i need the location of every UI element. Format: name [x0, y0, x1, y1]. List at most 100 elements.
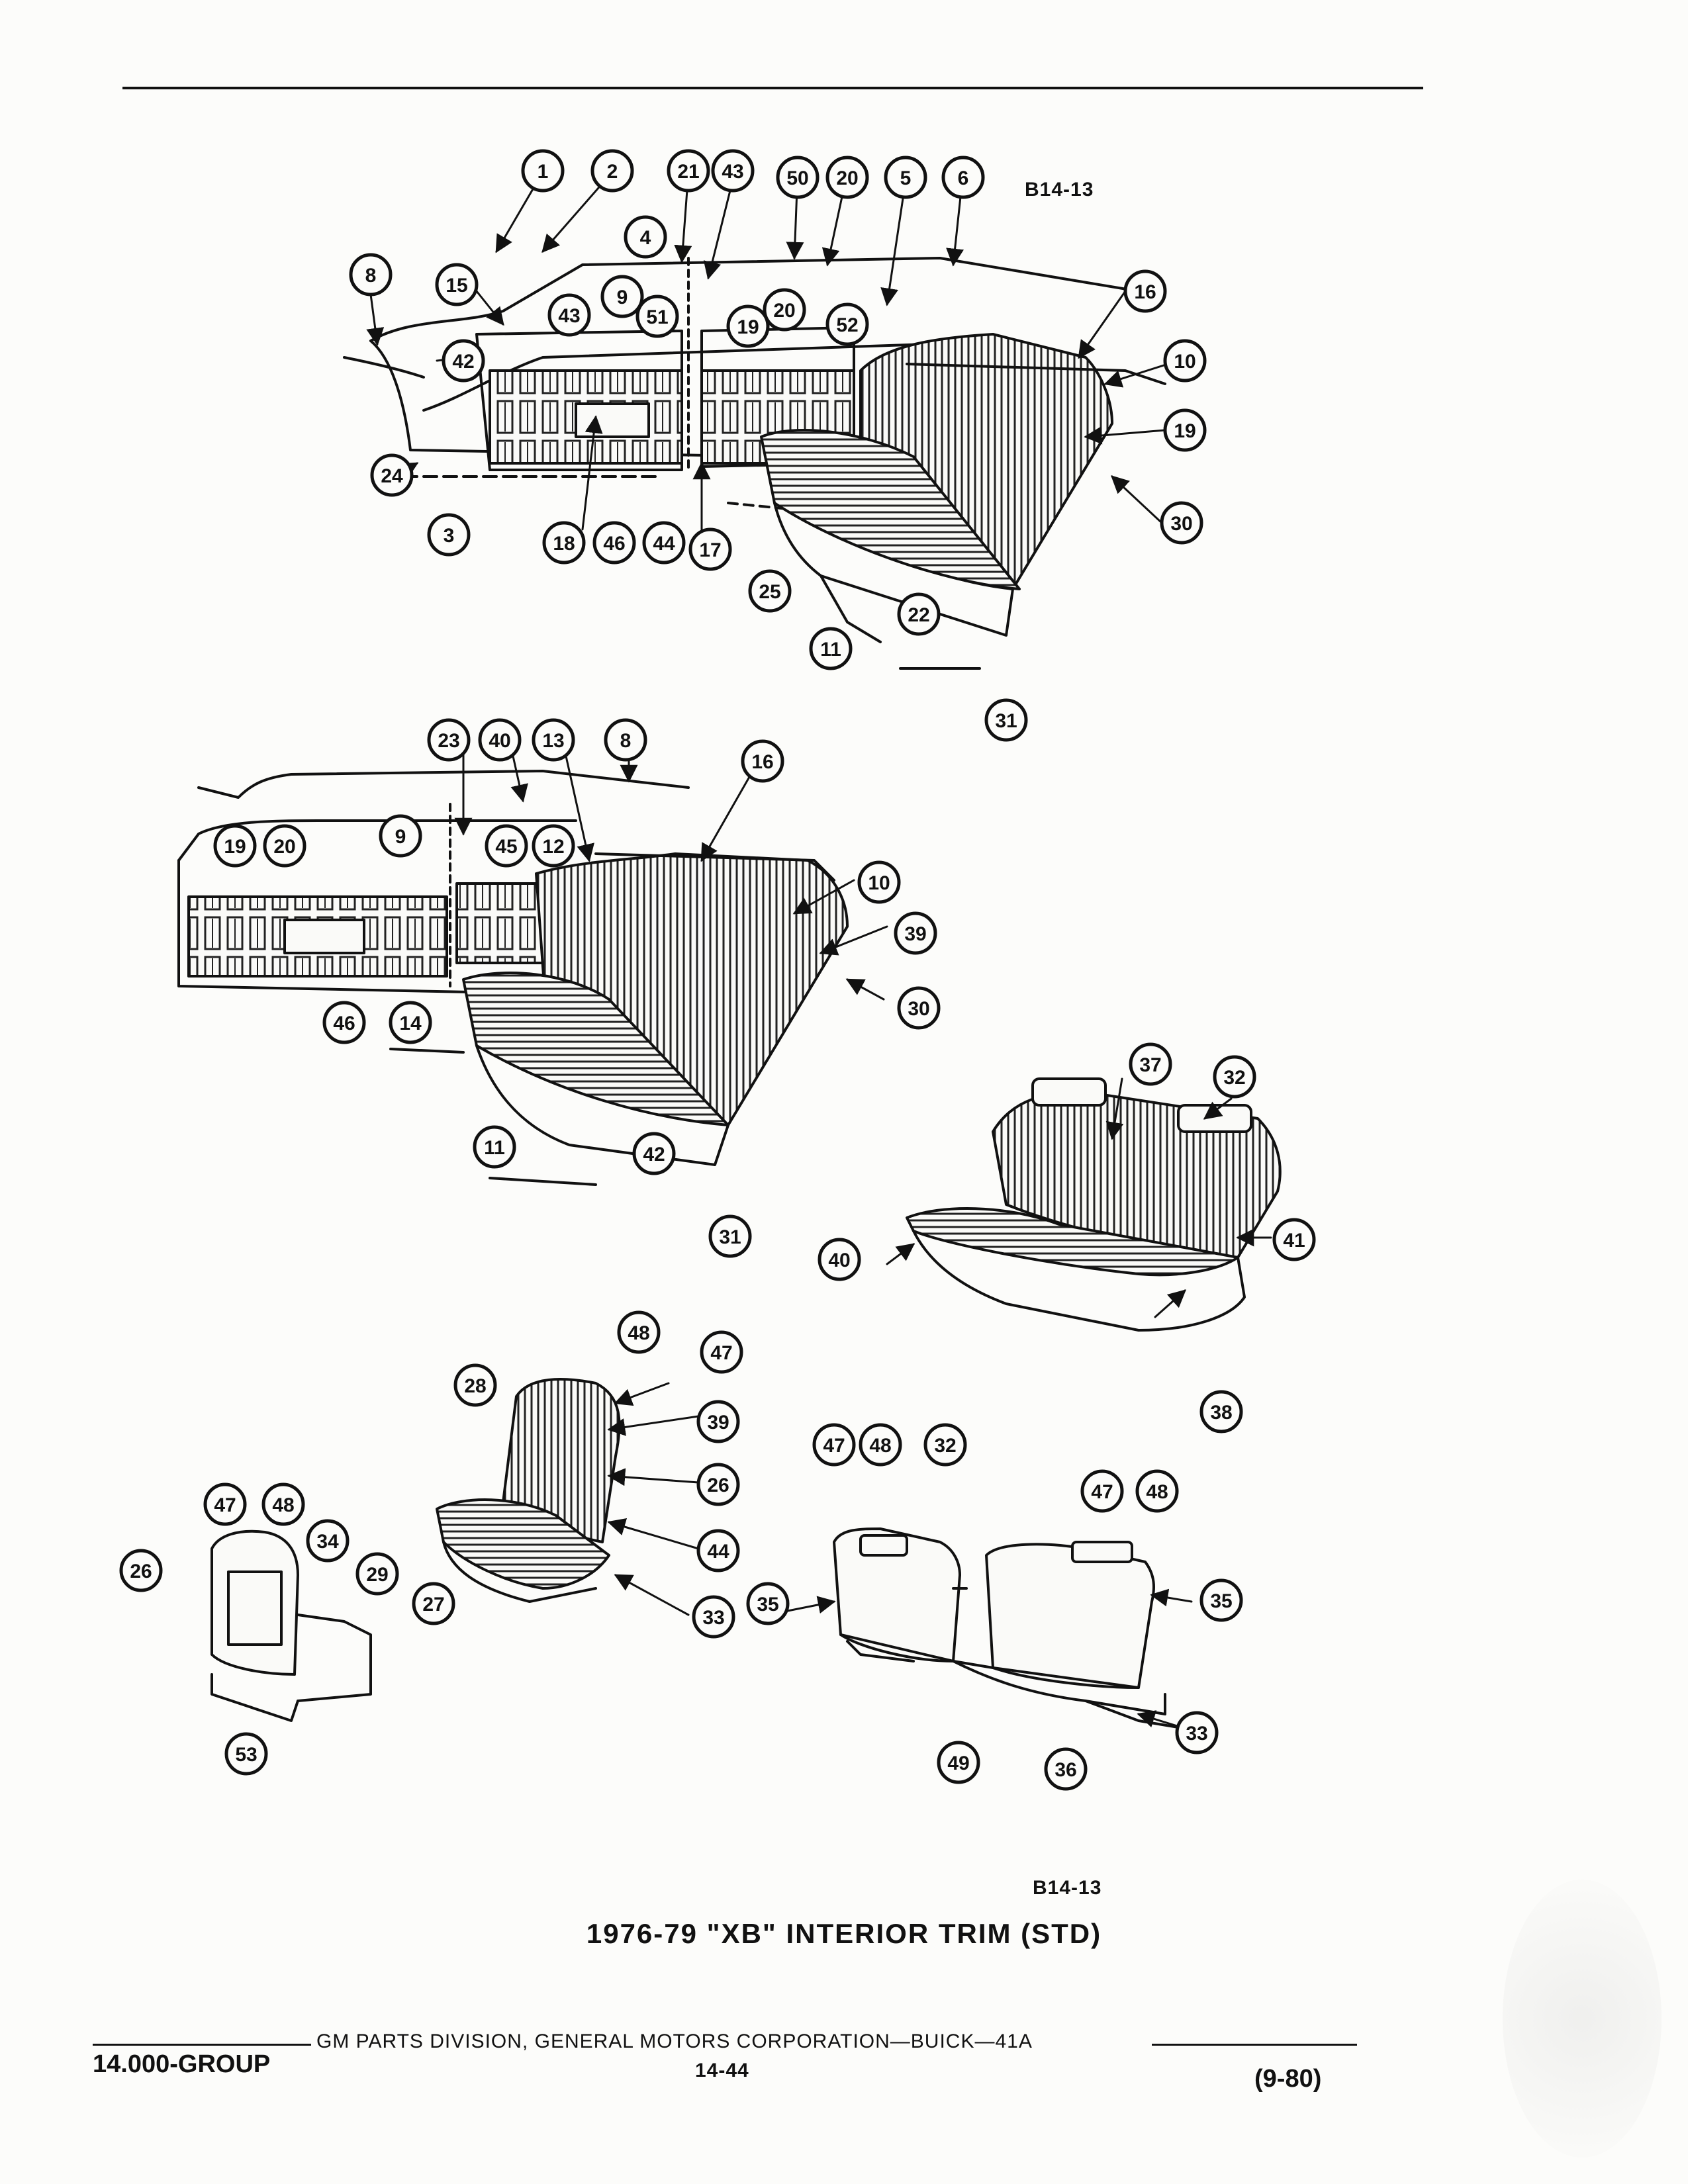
callout-47: 47	[203, 1482, 247, 1526]
callout-number: 17	[699, 539, 721, 561]
callout-number: 27	[422, 1594, 444, 1615]
callout-19: 19	[1163, 408, 1207, 452]
callout-46: 46	[592, 521, 636, 565]
callout-46: 46	[322, 1001, 366, 1044]
callout-18: 18	[542, 521, 586, 565]
callout-number: 30	[1170, 513, 1192, 535]
callout-number: 2	[607, 161, 618, 183]
callout-12: 12	[532, 824, 575, 868]
callout-number: 30	[908, 998, 929, 1020]
callout-34: 34	[306, 1519, 350, 1563]
callout-49: 49	[937, 1741, 980, 1784]
callout-number: 35	[1210, 1590, 1232, 1612]
callout-number: 40	[489, 730, 510, 752]
callout-36: 36	[1044, 1747, 1088, 1791]
callout-number: 38	[1210, 1402, 1232, 1424]
footer-publisher: GM PARTS DIVISION, GENERAL MOTORS CORPOR…	[316, 2030, 1033, 2052]
callout-number: 24	[381, 465, 403, 487]
callout-11: 11	[473, 1125, 516, 1169]
callout-number: 45	[495, 836, 517, 858]
sedan-rear-interior-diagram	[177, 770, 849, 1186]
callout-20: 20	[763, 288, 806, 332]
callout-number: 15	[445, 275, 467, 296]
callout-number: 23	[438, 730, 459, 752]
callout-number: 8	[620, 730, 632, 752]
bucket-seat-diagram	[211, 1378, 621, 1722]
callout-50: 50	[776, 156, 820, 199]
callout-number: 19	[737, 316, 759, 338]
callout-51: 51	[635, 295, 679, 338]
callout-number: 9	[395, 826, 406, 848]
callout-20: 20	[825, 156, 869, 199]
callout-number: 47	[710, 1342, 732, 1364]
figure-ref-code-bottom: B14-13	[1033, 1877, 1102, 1899]
callout-21: 21	[667, 149, 710, 193]
callout-53: 53	[224, 1732, 268, 1776]
callout-43: 43	[547, 293, 591, 337]
callout-number: 10	[1174, 351, 1196, 373]
callout-number: 52	[836, 314, 858, 336]
callout-number: 47	[823, 1435, 845, 1457]
callout-31: 31	[984, 698, 1028, 742]
callout-number: 41	[1283, 1230, 1305, 1251]
callout-24: 24	[370, 453, 414, 497]
callout-10: 10	[1163, 339, 1207, 383]
callout-48: 48	[1135, 1469, 1179, 1513]
callout-48: 48	[859, 1423, 902, 1467]
bench-seat-diagram	[906, 1077, 1282, 1332]
callout-number: 9	[617, 287, 628, 308]
callout-number: 33	[1186, 1723, 1207, 1745]
callout-15: 15	[435, 263, 479, 306]
callout-23: 23	[427, 718, 471, 762]
footer-rule-left	[93, 2044, 311, 2046]
callout-27: 27	[412, 1582, 455, 1625]
callout-43: 43	[711, 149, 755, 193]
callout-47: 47	[700, 1330, 743, 1374]
callout-45: 45	[485, 824, 528, 868]
callout-13: 13	[532, 718, 575, 762]
callout-number: 20	[273, 836, 295, 858]
callout-number: 16	[1134, 281, 1156, 303]
callout-number: 49	[947, 1752, 969, 1774]
callout-number: 46	[333, 1013, 355, 1034]
callout-number: 25	[759, 581, 780, 603]
scan-noise	[1503, 1880, 1662, 2158]
footer-group: 14.000-GROUP	[93, 2050, 271, 2078]
callout-17: 17	[688, 527, 732, 571]
footer-rule-right	[1152, 2044, 1357, 2046]
callout-35: 35	[746, 1582, 790, 1625]
callout-35: 35	[1199, 1578, 1243, 1622]
callout-48: 48	[617, 1310, 661, 1354]
callout-8: 8	[349, 253, 393, 296]
callout-number: 33	[702, 1607, 724, 1629]
callout-number: 43	[722, 161, 743, 183]
callout-44: 44	[642, 521, 686, 565]
callout-number: 42	[452, 351, 474, 373]
callout-number: 12	[542, 836, 564, 858]
callout-39: 39	[696, 1400, 740, 1443]
footer-page-number: 14-44	[695, 2060, 749, 2081]
figure-ref-code-top: B14-13	[1025, 179, 1094, 201]
callout-number: 44	[707, 1541, 729, 1563]
callout-number: 47	[214, 1494, 236, 1516]
callout-number: 26	[130, 1561, 152, 1582]
callout-2: 2	[590, 149, 634, 193]
callout-52: 52	[825, 302, 869, 346]
callout-number: 11	[820, 639, 841, 660]
callout-number: 26	[707, 1475, 729, 1496]
callout-32: 32	[923, 1423, 967, 1467]
callout-number: 3	[444, 525, 455, 547]
callout-48: 48	[261, 1482, 305, 1526]
callout-16: 16	[741, 739, 784, 783]
callout-1: 1	[521, 149, 565, 193]
callout-11: 11	[809, 627, 853, 670]
callout-number: 42	[643, 1144, 665, 1165]
callout-number: 19	[224, 836, 246, 858]
header-rule	[122, 87, 1423, 89]
callout-33: 33	[1175, 1711, 1219, 1754]
callout-9: 9	[379, 814, 422, 858]
callout-10: 10	[857, 860, 901, 904]
callout-16: 16	[1123, 269, 1167, 313]
callout-20: 20	[263, 824, 306, 868]
callout-28: 28	[453, 1363, 497, 1407]
